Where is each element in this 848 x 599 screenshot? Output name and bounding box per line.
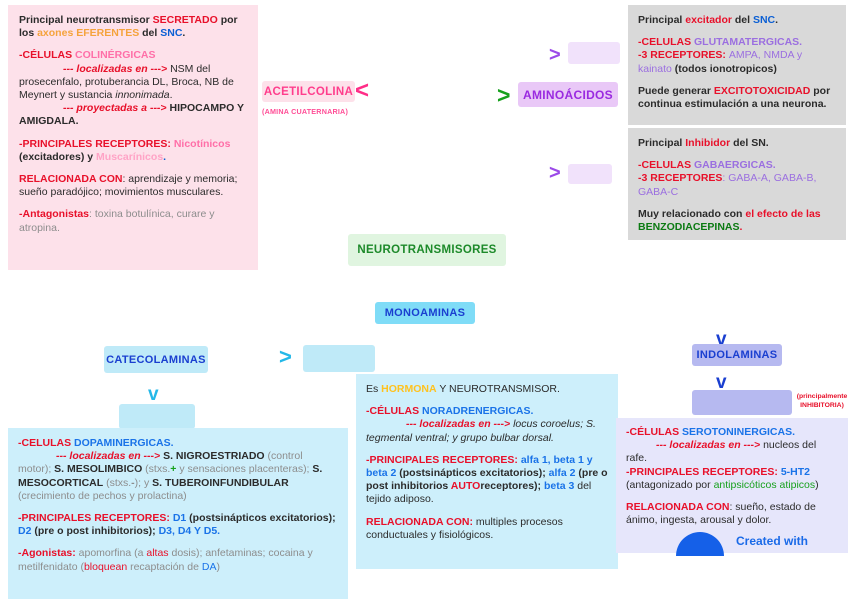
chip-acetilcolina-label: ACETILCOLINA bbox=[263, 85, 354, 98]
serotonina-empty-box[interactable] bbox=[692, 390, 792, 415]
noradrenalina-intro: Es HORMONA Y NEUROTRANSMISOR. bbox=[366, 383, 560, 395]
spacer bbox=[19, 199, 247, 208]
gaba-nota: Muy relacionado con el efecto de las BEN… bbox=[638, 207, 821, 234]
noradrenalina-empty-box[interactable] bbox=[303, 345, 375, 372]
spacer bbox=[638, 150, 836, 159]
serotonina-receptores: -PRINCIPALES RECEPTORES: 5-HT2 (antagoni… bbox=[626, 465, 819, 491]
spacer bbox=[366, 507, 608, 516]
acetilcolina-arrow-icon: < bbox=[355, 77, 370, 104]
acetilcolina-sublabel: (AMINA CUATERNARIA) bbox=[262, 107, 349, 116]
glutamato-celulas: -CELULAS GLUTAMATERGICAS. bbox=[638, 36, 803, 49]
dopamina-agonistas: -Agonistas: apomorfina (a altas dosis); … bbox=[18, 547, 313, 573]
chip-neurotransmisores[interactable]: NEUROTRANSMISORES bbox=[348, 234, 506, 266]
chip-monoaminas-label: MONOAMINAS bbox=[384, 307, 466, 319]
spacer bbox=[638, 76, 836, 85]
acetilcolina-intro: Principal neurotransmisor SECRETADO por … bbox=[19, 14, 238, 40]
acetilcolina-celulas: -CÉLULAS COLINÉRGICAS --- localizadas en… bbox=[19, 49, 244, 128]
indolaminas-note: (principalmente INHIBITORIA) bbox=[796, 393, 848, 409]
glutamato-panel: Principal excitador del SNC. -CELULAS GL… bbox=[628, 5, 846, 125]
noradrenalina-panel: Es HORMONA Y NEUROTRANSMISOR. -CÉLULAS N… bbox=[356, 374, 618, 569]
noradrenalina-celulas: -CÉLULAS NORADRENERGICAS. --- localizada… bbox=[366, 405, 596, 444]
chip-aminoacidos[interactable]: AMINOÁCIDOS bbox=[518, 82, 618, 107]
spacer bbox=[366, 396, 608, 405]
chip-catecolaminas-label: CATECOLAMINAS bbox=[106, 353, 206, 366]
gaba-celulas: -CELULAS GABAERGICAS. bbox=[638, 159, 776, 172]
glutamato-intro: Principal excitador del SNC. bbox=[638, 14, 779, 26]
dopamina-receptores: -PRINCIPALES RECEPTORES: D1 (postsinápti… bbox=[18, 512, 336, 538]
noradrenalina-relacionada: RELACIONADA CON: multiples procesos cond… bbox=[366, 515, 563, 541]
indolaminas-down-arrow-icon: v bbox=[716, 372, 727, 393]
gaba-empty-box[interactable] bbox=[568, 164, 612, 184]
acetilcolina-antagonistas: -Antagonistas: toxina botulínica, curare… bbox=[19, 208, 215, 234]
spacer bbox=[626, 492, 838, 501]
gaba-arrow-icon: > bbox=[549, 162, 561, 184]
acetilcolina-panel: Principal neurotransmisor SECRETADO por … bbox=[8, 5, 258, 270]
dopamina-celulas: -CELULAS DOPAMINERGICAS. --- localizadas… bbox=[18, 437, 323, 502]
chip-neurotransmisores-label: NEUROTRANSMISORES bbox=[357, 244, 497, 256]
serotonina-celulas: -CÉLULAS SEROTONINERGICAS. --- localizad… bbox=[626, 426, 817, 465]
serotonina-panel: -CÉLULAS SEROTONINERGICAS. --- localizad… bbox=[616, 418, 848, 553]
acetilcolina-receptores: -PRINCIPALES RECEPTORES: Nicotínicos (ex… bbox=[19, 137, 231, 163]
gaba-receptores: -3 RECEPTORES: GABA-A, GABA-B, GABA-C bbox=[638, 172, 817, 198]
acetilcolina-relacionada: RELACIONADA CON: aprendizaje y memoria; … bbox=[19, 173, 238, 199]
serotonina-relacionada: RELACIONADA CON: sueño, estado de ánimo,… bbox=[626, 501, 816, 527]
gaba-intro: Principal Inhibidor del SN. bbox=[638, 137, 769, 149]
spacer bbox=[18, 503, 338, 512]
chip-indolaminas-label: INDOLAMINAS bbox=[696, 349, 778, 361]
spacer bbox=[19, 164, 247, 173]
chip-monoaminas[interactable]: MONOAMINAS bbox=[375, 302, 475, 324]
glutamato-empty-box[interactable] bbox=[568, 42, 620, 64]
chip-indolaminas[interactable]: INDOLAMINAS bbox=[692, 344, 782, 366]
dopamina-panel: -CELULAS DOPAMINERGICAS. --- localizadas… bbox=[8, 428, 348, 599]
spacer bbox=[638, 27, 836, 36]
chip-acetilcolina[interactable]: ACETILCOLINA bbox=[262, 81, 355, 102]
noradrenalina-receptores: -PRINCIPALES RECEPTORES: alfa 1, beta 1 … bbox=[366, 453, 608, 506]
aminoacidos-arrow-icon: > bbox=[497, 82, 511, 108]
spacer bbox=[366, 445, 608, 454]
noradrenalina-arrow-icon: > bbox=[279, 344, 292, 369]
glutamato-nota: Puede generar EXCITOTOXICIDAD por contin… bbox=[638, 84, 831, 111]
spacer bbox=[18, 538, 338, 547]
watermark-text: Created with bbox=[736, 534, 809, 548]
gaba-panel: Principal Inhibidor del SN. -CELULAS GAB… bbox=[628, 128, 846, 240]
chip-aminoacidos-label: AMINOÁCIDOS bbox=[523, 87, 613, 102]
monoaminas-to-indolaminas-arrow-icon: v bbox=[716, 329, 727, 350]
spacer bbox=[19, 129, 247, 138]
glutamato-arrow-icon: > bbox=[549, 44, 561, 66]
catecolaminas-down-arrow-icon: v bbox=[148, 384, 159, 405]
spacer bbox=[638, 199, 836, 208]
dopamina-empty-box[interactable] bbox=[119, 404, 195, 429]
chip-catecolaminas[interactable]: CATECOLAMINAS bbox=[104, 346, 208, 373]
glutamato-receptores: -3 RECEPTORES: AMPA, NMDA y kainato (tod… bbox=[638, 49, 803, 75]
